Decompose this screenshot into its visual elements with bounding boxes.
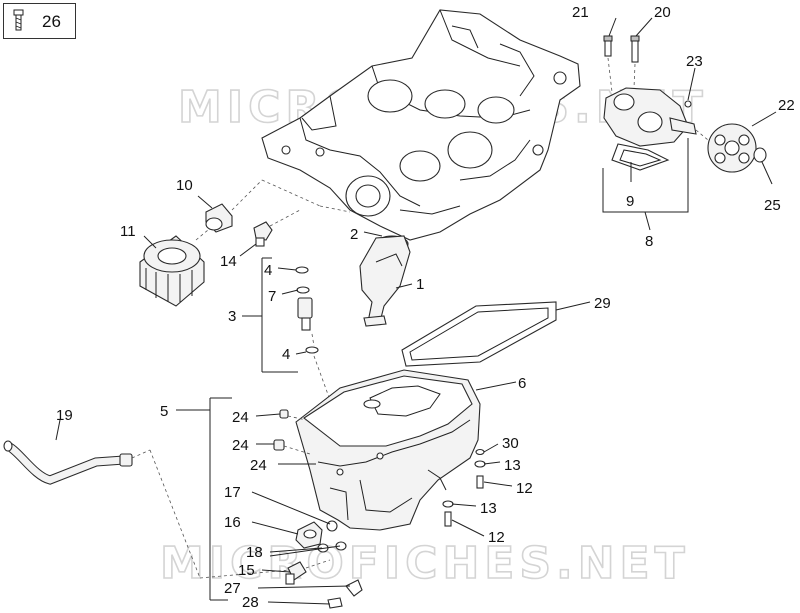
callout-15: 15 xyxy=(238,562,255,579)
callout-13-a: 13 xyxy=(504,457,521,474)
callout-4-bottom: 4 xyxy=(282,346,290,363)
filter-nipple xyxy=(205,203,233,233)
bracket xyxy=(345,579,363,597)
callout-24-b: 24 xyxy=(232,437,249,454)
oil-pressure-sensor xyxy=(253,221,273,247)
callout-5: 5 xyxy=(160,403,168,420)
oil-pump xyxy=(603,35,697,171)
oil-filter xyxy=(139,235,205,307)
callout-25: 25 xyxy=(764,197,781,214)
sealing-washer-1 xyxy=(326,520,338,532)
oil-pickup xyxy=(359,235,411,327)
callout-21: 21 xyxy=(572,4,589,21)
callout-8: 8 xyxy=(645,233,653,250)
callout-9: 9 xyxy=(626,193,634,210)
callout-3: 3 xyxy=(228,308,236,325)
washer-13b xyxy=(442,500,454,508)
breather-pipe xyxy=(3,440,133,485)
callout-7: 7 xyxy=(268,288,276,305)
plug-1 xyxy=(279,409,289,419)
callout-30: 30 xyxy=(502,435,519,452)
callout-6: 6 xyxy=(518,375,526,392)
callout-4-top: 4 xyxy=(264,262,272,279)
callout-1: 1 xyxy=(416,276,424,293)
bolt-12b xyxy=(444,511,452,527)
sump-gasket xyxy=(401,301,557,367)
callout-29: 29 xyxy=(594,295,611,312)
callout-27: 27 xyxy=(224,580,241,597)
callout-12-b: 12 xyxy=(488,529,505,546)
bolt-12a xyxy=(476,475,484,489)
watermark-bottom: MICROFICHES.NET xyxy=(160,538,690,589)
callout-28: 28 xyxy=(242,594,259,611)
callout-24-c: 24 xyxy=(250,457,267,474)
seal-30 xyxy=(475,448,485,456)
sealing-washer-3 xyxy=(335,541,347,551)
callout-24-a: 24 xyxy=(232,409,249,426)
legend-box: 26 xyxy=(3,3,76,39)
callout-11: 11 xyxy=(120,223,136,240)
oil-sump xyxy=(295,369,481,531)
callout-10: 10 xyxy=(176,177,193,194)
legend-label: 26 xyxy=(42,12,61,31)
drain-plug xyxy=(295,521,323,549)
bolt xyxy=(327,597,343,609)
callout-14: 14 xyxy=(220,253,237,270)
screw-icon xyxy=(13,9,24,31)
callout-16: 16 xyxy=(224,514,241,531)
callout-12-a: 12 xyxy=(516,480,533,497)
callout-19: 19 xyxy=(56,407,73,424)
callout-18: 18 xyxy=(246,544,263,561)
callout-13-b: 13 xyxy=(480,500,497,517)
callout-17: 17 xyxy=(224,484,241,501)
oil-level-plug xyxy=(285,561,307,585)
circlip xyxy=(753,147,767,163)
callout-2: 2 xyxy=(350,226,358,243)
plug-2 xyxy=(273,439,285,451)
callout-20: 20 xyxy=(654,4,671,21)
pump-gear xyxy=(707,123,757,173)
relief-valve xyxy=(295,266,319,354)
callout-22: 22 xyxy=(778,97,795,114)
crankcase xyxy=(261,9,581,241)
washer-13a xyxy=(474,460,486,468)
callout-23: 23 xyxy=(686,53,703,70)
